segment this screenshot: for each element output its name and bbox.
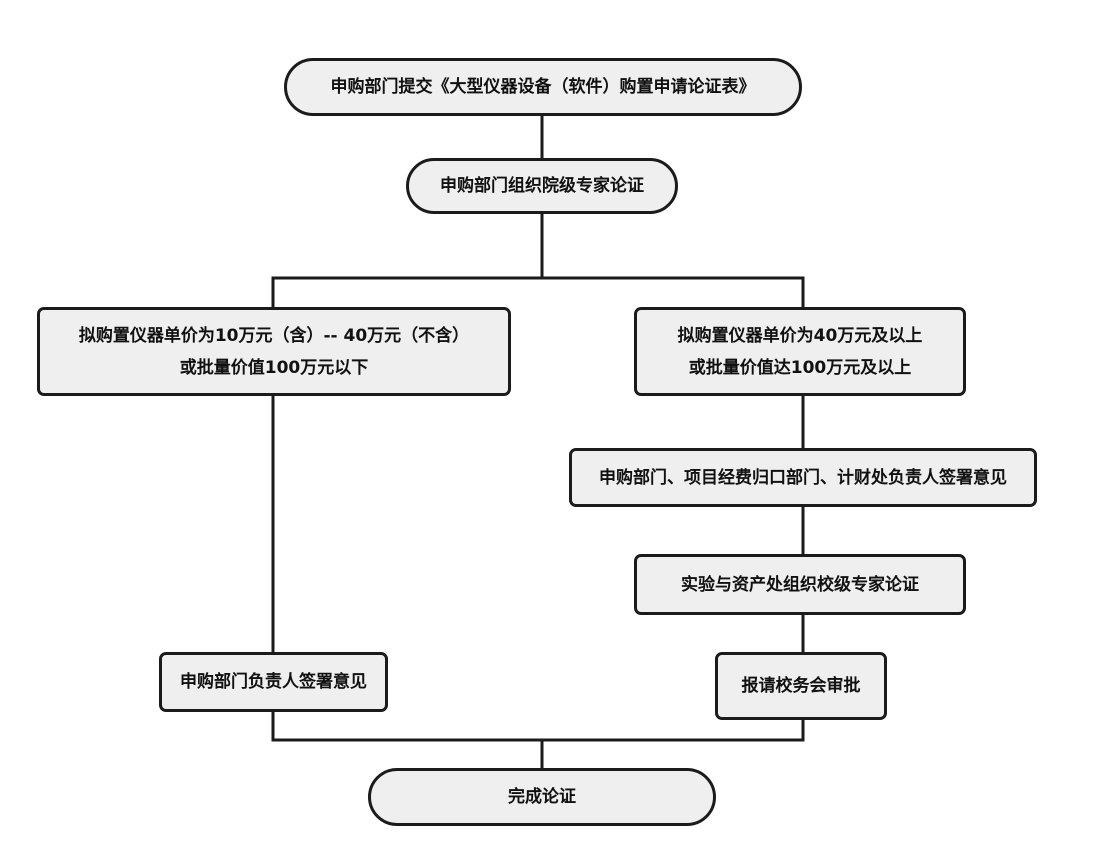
step-dept-opinions-label: 申购部门、项目经费归口部门、计财处负责人签署意见 <box>599 467 1007 488</box>
branch-left-line1: 拟购置仪器单价为10万元（含）-- 40万元（不含） <box>78 325 470 346</box>
step-head-sign-label: 申购部门负责人签署意见 <box>180 672 367 692</box>
step-council-approval: 报请校务会审批 <box>715 652 887 720</box>
step-school-review-label: 实验与资产处组织校级专家论证 <box>681 574 919 595</box>
step-college-review: 申购部门组织院级专家论证 <box>406 158 678 214</box>
step-dept-opinions: 申购部门、项目经费归口部门、计财处负责人签署意见 <box>569 448 1037 507</box>
step-complete-label: 完成论证 <box>508 787 576 807</box>
step-submit-application: 申购部门提交《大型仪器设备（软件）购置申请论证表》 <box>284 58 802 116</box>
branch-right-line1: 拟购置仪器单价为40万元及以上 <box>677 325 923 346</box>
step-complete: 完成论证 <box>368 768 716 826</box>
branch-right-condition: 拟购置仪器单价为40万元及以上 或批量价值达100万元及以上 <box>634 307 966 396</box>
step-submit-label: 申购部门提交《大型仪器设备（软件）购置申请论证表》 <box>330 77 756 97</box>
step-council-approval-label: 报请校务会审批 <box>741 676 861 696</box>
step-head-sign: 申购部门负责人签署意见 <box>159 652 388 712</box>
branch-left-condition: 拟购置仪器单价为10万元（含）-- 40万元（不含） 或批量价值100万元以下 <box>37 307 511 396</box>
step-college-review-label: 申购部门组织院级专家论证 <box>440 176 644 196</box>
branch-right-line2: 或批量价值达100万元及以上 <box>688 357 912 378</box>
step-school-review: 实验与资产处组织校级专家论证 <box>634 554 966 615</box>
branch-left-line2: 或批量价值100万元以下 <box>179 357 369 378</box>
